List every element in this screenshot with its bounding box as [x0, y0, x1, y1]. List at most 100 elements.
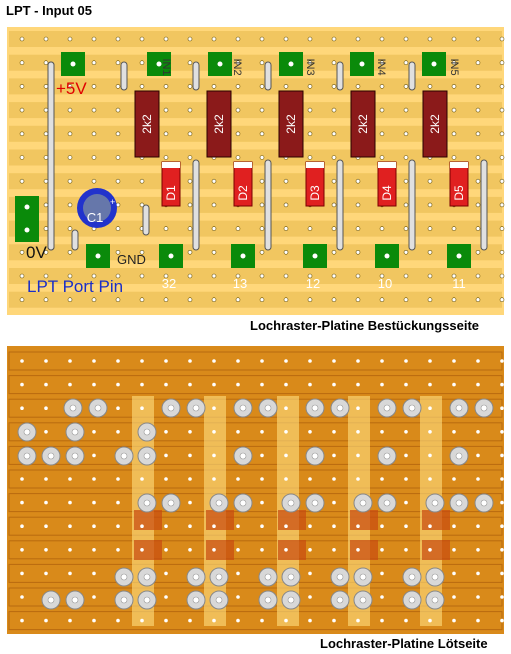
hole — [92, 477, 96, 481]
hole — [379, 273, 385, 279]
solder-joint — [258, 567, 278, 587]
hole — [44, 618, 48, 623]
wire-bridge — [408, 61, 416, 91]
hole — [92, 382, 96, 387]
copper-strip — [8, 469, 503, 489]
hole — [475, 107, 481, 113]
hole — [356, 618, 360, 623]
solder-joint — [63, 398, 83, 418]
hole — [115, 250, 121, 255]
hole — [212, 524, 216, 528]
hole — [236, 548, 240, 552]
hole — [187, 202, 193, 208]
hole — [19, 155, 25, 160]
hole — [67, 250, 73, 255]
solder-joint — [305, 446, 325, 466]
hole — [235, 155, 241, 160]
copper-strip-shadow — [9, 125, 502, 142]
hole — [427, 84, 433, 89]
hole — [476, 382, 480, 387]
hole — [452, 595, 456, 599]
hole — [476, 571, 480, 576]
hole — [380, 500, 384, 505]
solder-joint-hole — [455, 452, 463, 460]
solder-joint — [65, 446, 85, 466]
solder-joint-hole — [239, 499, 247, 507]
hole — [260, 500, 264, 505]
hole — [67, 107, 73, 113]
hole — [187, 297, 193, 303]
diode-label: D2 — [236, 185, 250, 201]
solder-joint — [41, 446, 61, 466]
highlight-region — [204, 396, 226, 626]
hole — [308, 571, 312, 576]
label-gnd: GND — [117, 252, 146, 267]
hole — [260, 359, 264, 363]
solder-joint-hole — [215, 499, 223, 507]
hole — [283, 84, 289, 89]
hole — [44, 571, 48, 576]
hole — [212, 453, 216, 458]
solder-joint-hole — [71, 428, 79, 436]
hole — [115, 131, 121, 137]
solder-joint — [209, 590, 229, 610]
hole — [259, 178, 265, 184]
hole — [163, 36, 169, 42]
hole — [355, 36, 361, 42]
hole — [379, 60, 385, 66]
hole — [188, 453, 192, 458]
hole — [404, 477, 408, 481]
hole — [187, 36, 193, 42]
hole — [44, 477, 48, 481]
hole — [331, 297, 337, 303]
hole — [284, 477, 288, 481]
copper-strip-shadow — [9, 220, 502, 237]
hole — [379, 36, 385, 42]
wire-bridge — [120, 61, 128, 91]
hole — [187, 107, 193, 113]
solder-joint-hole — [311, 452, 319, 460]
highlight-region — [132, 396, 154, 626]
pad-hole — [70, 61, 76, 67]
hole — [116, 430, 120, 434]
hole — [236, 359, 240, 363]
wire-bridge — [264, 61, 272, 91]
hole — [284, 618, 288, 623]
hole — [211, 226, 217, 231]
hole — [211, 297, 217, 303]
hole — [140, 359, 144, 363]
solder-joint — [161, 398, 181, 418]
hole — [403, 273, 409, 279]
solder-joint-hole — [120, 596, 128, 604]
hole — [332, 500, 336, 505]
hole — [115, 273, 121, 279]
hole — [44, 548, 48, 552]
hole — [187, 178, 193, 184]
hole — [307, 131, 313, 137]
hole — [307, 297, 313, 303]
hole — [188, 500, 192, 505]
hole — [284, 500, 288, 505]
hole — [404, 595, 408, 599]
capacitor-top — [83, 194, 111, 222]
hole — [380, 477, 384, 481]
hole — [451, 36, 457, 42]
hole — [332, 359, 336, 363]
solder-joint — [17, 446, 37, 466]
hole — [475, 202, 481, 208]
hole — [500, 406, 504, 411]
solder-joint-hole — [480, 499, 488, 507]
hole — [187, 273, 193, 279]
hole — [500, 430, 504, 434]
hole — [212, 595, 216, 599]
hole — [68, 382, 72, 387]
solder-joint — [186, 590, 206, 610]
input-label: IN3 — [304, 58, 316, 75]
solder-joint-hole — [311, 404, 319, 412]
hole — [380, 571, 384, 576]
hole — [235, 273, 241, 279]
pad-hole — [217, 61, 223, 67]
hole — [356, 359, 360, 363]
hole — [44, 595, 48, 599]
hole — [20, 430, 24, 434]
